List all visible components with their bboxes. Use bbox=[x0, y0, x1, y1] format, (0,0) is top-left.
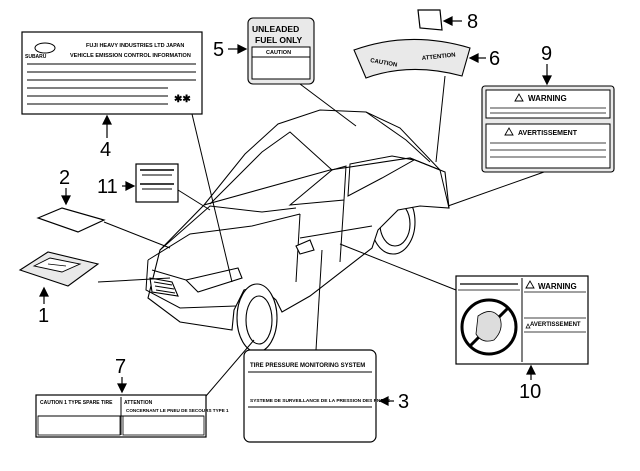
callout-7: 7 bbox=[115, 356, 126, 378]
rear-side-window bbox=[347, 155, 416, 197]
label-6-right: ATTENTION bbox=[422, 52, 456, 62]
label-4-stars: ✱✱ bbox=[174, 94, 191, 105]
label-6-curved: CAUTION ATTENTION bbox=[353, 38, 471, 79]
front-bumper bbox=[145, 259, 237, 309]
front-side-window bbox=[288, 165, 347, 206]
label-9-avert-text: AVERTISSEMENT bbox=[518, 130, 578, 137]
label-1 bbox=[18, 251, 100, 287]
label-4-brand: SUBARU bbox=[25, 54, 47, 60]
side-mirror bbox=[295, 239, 315, 255]
callout-4: 4 bbox=[100, 139, 111, 161]
label-2 bbox=[36, 207, 106, 233]
label-4-line2: VEHICLE EMISSION CONTROL INFORMATION bbox=[70, 53, 191, 59]
label-8 bbox=[417, 9, 443, 31]
prohibition-circle-icon bbox=[460, 298, 518, 356]
hood-line bbox=[147, 213, 301, 261]
callout-1: 1 bbox=[38, 305, 49, 327]
child-seat-icon bbox=[475, 311, 502, 342]
callout-11: 11 bbox=[97, 176, 118, 198]
leader-lines bbox=[97, 75, 545, 397]
label-11 bbox=[135, 163, 179, 203]
callout-numbers: 4 5 8 6 9 11 2 1 3 7 10 bbox=[38, 11, 552, 413]
label-5-caution: CAUTION bbox=[266, 50, 291, 56]
callout-2: 2 bbox=[59, 167, 70, 189]
label-10-airbag: WARNING AVERTISSEMENT bbox=[455, 275, 589, 365]
callout-5: 5 bbox=[213, 39, 224, 61]
label-10-avert-text: AVERTISSEMENT bbox=[530, 322, 581, 328]
label-3-line2: SYSTEME DE SURVEILLANCE DE LA PRESSION D… bbox=[250, 398, 391, 404]
label-10-warning-text: WARNING bbox=[538, 282, 577, 291]
label-9-warning: WARNING AVERTISSEMENT bbox=[481, 85, 615, 173]
label-3-tpms: TIRE PRESSURE MONITORING SYSTEM SYSTEME … bbox=[243, 349, 391, 443]
label-7-left: CAUTION 1 TYPE SPARE TIRE bbox=[40, 400, 113, 406]
front-wheel-inner bbox=[245, 295, 273, 345]
label-5-line1: UNLEADED bbox=[252, 24, 299, 34]
headlight bbox=[184, 267, 243, 293]
callout-8: 8 bbox=[467, 11, 478, 33]
label-5-fuel: UNLEADED FUEL ONLY CAUTION bbox=[247, 17, 315, 85]
callout-6: 6 bbox=[489, 48, 500, 70]
subaru-logo bbox=[34, 42, 56, 54]
label-7-right: ATTENTION bbox=[124, 400, 153, 406]
callout-3: 3 bbox=[398, 391, 409, 413]
label-6-left: CAUTION bbox=[370, 58, 398, 69]
car-illustration bbox=[145, 109, 450, 353]
label-4-emission-info: FUJI HEAVY INDUSTRIES LTD JAPAN VEHICLE … bbox=[21, 31, 203, 115]
callout-9: 9 bbox=[541, 43, 552, 65]
callout-arrows bbox=[39, 16, 552, 406]
label-4-line1: FUJI HEAVY INDUSTRIES LTD JAPAN bbox=[86, 43, 184, 49]
label-7-spare-tire: CAUTION 1 TYPE SPARE TIRE ATTENTION CONC… bbox=[35, 394, 229, 438]
roof-line bbox=[203, 109, 441, 206]
label-3-line1: TIRE PRESSURE MONITORING SYSTEM bbox=[250, 363, 365, 369]
label-7-right2: CONCERNANT LE PNEU DE SECOURS TYPE 1 bbox=[126, 408, 229, 413]
label-9-warning-text: WARNING bbox=[528, 94, 567, 103]
label-5-line2: FUEL ONLY bbox=[255, 35, 303, 45]
callout-10: 10 bbox=[519, 381, 541, 403]
windshield bbox=[209, 131, 333, 205]
